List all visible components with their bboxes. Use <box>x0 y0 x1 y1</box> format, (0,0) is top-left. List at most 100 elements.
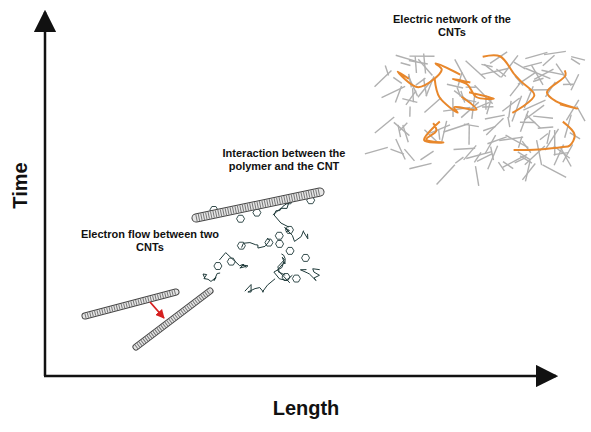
polymer-chain <box>203 273 220 281</box>
length-axis <box>44 375 556 378</box>
cnt-segment <box>365 147 388 154</box>
cnt-segment <box>543 55 555 65</box>
cnt-segment <box>409 106 411 116</box>
time-axis <box>44 12 47 376</box>
cnt-lattice <box>85 292 176 316</box>
cnt-segment <box>454 148 476 149</box>
aromatic-ring <box>214 263 222 270</box>
cnt-segment <box>395 86 401 102</box>
axis-title: Length <box>246 397 366 420</box>
cnt-segment <box>509 101 511 118</box>
cnt-segment <box>571 74 579 90</box>
aromatic-ring <box>282 274 290 281</box>
cnt-segment <box>447 84 463 88</box>
cnt-segment <box>409 61 428 65</box>
cnt-segment <box>398 125 400 137</box>
aromatic-ring <box>237 242 245 249</box>
polymer-chain <box>274 262 293 283</box>
cnt-segment <box>475 166 478 186</box>
cnt-segment <box>538 127 553 128</box>
cnt-segment <box>488 146 498 169</box>
conductive-path <box>483 55 535 113</box>
cnt-segment <box>424 98 441 113</box>
cnt-segment <box>534 69 553 79</box>
cnt-segment <box>525 52 547 58</box>
cnt-segment <box>533 116 553 118</box>
conductive-path <box>398 63 461 87</box>
cnt-segment <box>402 99 417 103</box>
cnt-segment <box>563 84 574 86</box>
cnt-segment <box>393 77 402 83</box>
aromatic-ring <box>302 254 310 261</box>
cnt-segment <box>375 117 394 133</box>
cnt-pair <box>85 291 210 347</box>
cnt-segment <box>409 163 431 168</box>
cnt-segment <box>487 98 492 115</box>
conductive-path <box>547 70 578 108</box>
aromatic-ring <box>286 247 294 254</box>
cnt-segment <box>542 165 566 177</box>
cnt-tube <box>85 292 176 316</box>
conductive-path <box>514 122 575 150</box>
cnt-segment <box>483 126 496 130</box>
cnt-segment <box>481 64 492 66</box>
cnt-segment <box>455 157 463 163</box>
cnt-segment <box>420 151 433 160</box>
conductive-path <box>453 79 494 99</box>
cnt-segment <box>464 124 479 126</box>
conductive-path <box>424 121 443 142</box>
axis-title: Time <box>9 145 32 225</box>
cnt-segment <box>468 125 470 145</box>
polymer-chain <box>245 279 275 292</box>
cnt-tube <box>196 192 320 218</box>
polymer-chain <box>300 269 319 281</box>
cnt-segment <box>554 153 569 155</box>
polymer-chain <box>285 228 308 242</box>
polymer-chain <box>219 253 248 268</box>
cnt-segment <box>485 115 505 119</box>
cnt-segment <box>401 63 411 66</box>
cnt-segment <box>394 122 410 135</box>
cnt-segment <box>566 100 578 120</box>
cnt-lattice <box>196 192 320 218</box>
cnt-segment <box>520 111 528 132</box>
cnt-segment <box>524 62 542 67</box>
cnt-segment <box>506 135 529 148</box>
cnt-tube-fill <box>196 192 320 218</box>
cnt-segment <box>487 137 506 144</box>
cnt-segment <box>485 95 486 109</box>
cnt-segment <box>375 70 392 86</box>
cnt-segment <box>520 122 535 124</box>
illustration-label: Electric network of the CNTs <box>387 13 517 38</box>
cnt-segment <box>503 154 528 167</box>
cnt-network <box>365 51 585 186</box>
cnt-segment <box>439 130 440 140</box>
cnt-segment <box>515 157 527 163</box>
cnt-segment <box>437 165 455 185</box>
cnt-segment <box>525 161 530 182</box>
cnt-segment <box>466 61 486 79</box>
cnt-segment <box>518 152 531 160</box>
cnt-segment <box>571 59 580 65</box>
aromatic-ring <box>286 226 294 233</box>
aromatic-ring <box>276 240 284 247</box>
cnt-segment <box>560 147 571 166</box>
cnt-segment <box>409 55 434 57</box>
illustration-label: Electron flow between two CNTs <box>80 228 220 253</box>
cnt-segment <box>481 69 508 75</box>
illustration-label: Interaction between the polymer and the … <box>204 147 364 172</box>
cnt-segment <box>510 84 520 96</box>
cnt-segment <box>457 87 460 97</box>
cnt-segment <box>540 134 548 140</box>
cnt-tube-fill <box>85 292 176 316</box>
cnt-tube <box>136 291 210 347</box>
aromatic-ring <box>227 258 235 265</box>
aromatic-ring <box>292 275 300 282</box>
cnt-segment <box>508 117 510 127</box>
cnt-segment <box>498 162 504 171</box>
cnt-lattice <box>136 291 210 347</box>
polymer-cnt <box>196 192 320 292</box>
cnt-segment <box>485 135 496 154</box>
